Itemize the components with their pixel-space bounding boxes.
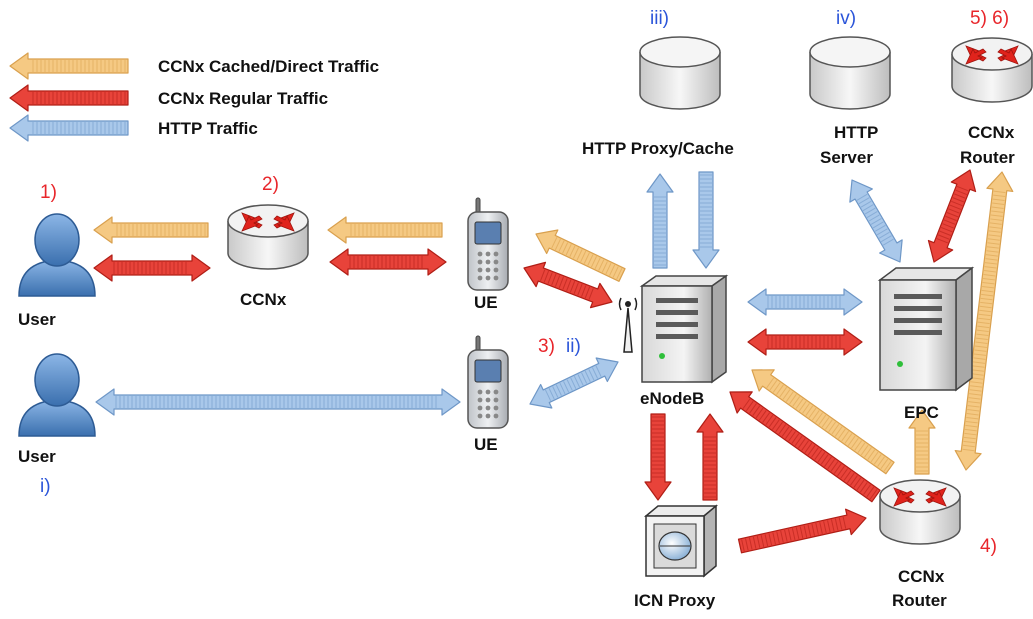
http-server-label-2: Server	[820, 148, 873, 167]
arrow-ccnx-ue-regular	[329, 248, 447, 276]
arrow-router-epc-regular	[927, 169, 977, 263]
arrow-enodeb-to-proxy-http	[646, 173, 674, 269]
marker-iv: iv)	[836, 8, 856, 29]
epc-label: EPC	[904, 403, 939, 422]
marker-iii: iii)	[650, 8, 669, 29]
arrow-router-router-cached	[954, 171, 1014, 471]
icn-proxy-label: ICN Proxy	[634, 591, 716, 610]
ccnx-router-icon	[951, 37, 1033, 103]
arrow-user-ccnx-regular	[93, 254, 211, 282]
ccnx-router-icon	[879, 479, 961, 545]
arrow-ccnx-to-user-cached	[93, 216, 209, 244]
arrow-ue-enodeb-regular	[523, 261, 613, 309]
arrow-enodeb-to-icn-regular	[644, 413, 672, 501]
enodeb-server-icon	[639, 274, 729, 384]
marker-i: i)	[40, 476, 51, 497]
http-server-label-1: HTTP	[834, 123, 878, 142]
marker-ii: ii)	[566, 336, 581, 357]
arrow-icn-to-enodeb-regular	[696, 413, 724, 501]
ue-phone-icon	[467, 335, 509, 429]
epc-server-icon	[877, 266, 975, 392]
ue-bottom-label: UE	[474, 435, 498, 454]
arrow-enodeb-epc-http	[747, 288, 863, 316]
user-bottom-label: User	[18, 447, 56, 466]
arrow-user-ue-http	[95, 388, 461, 416]
user-top-label: User	[18, 310, 56, 329]
legend-label-regular: CCNx Regular Traffic	[158, 89, 328, 108]
enodeb-label: eNodeB	[640, 389, 704, 408]
marker-5-6: 5) 6)	[970, 8, 1009, 29]
ccnx-left-label: CCNx	[240, 290, 287, 309]
marker-4: 4)	[980, 536, 997, 557]
user-icon	[18, 213, 96, 297]
legend-arrow-regular	[9, 84, 129, 112]
marker-2: 2)	[262, 174, 279, 195]
arrow-proxy-to-enodeb-http	[692, 171, 720, 269]
arrow-router-to-epc-cached	[908, 409, 936, 475]
arrow-enodeb-to-ue-cached	[535, 229, 626, 282]
marker-3: 3)	[538, 336, 555, 357]
ccnx-router-top-label-2: Router	[960, 148, 1015, 167]
ccnx-router-top-label-1: CCNx	[968, 123, 1015, 142]
ccnx-router-icon	[227, 204, 309, 270]
legend-label-http: HTTP Traffic	[158, 119, 258, 138]
http-proxy-cache-icon	[639, 36, 721, 110]
http-proxy-label: HTTP Proxy/Cache	[582, 139, 734, 158]
legend-arrow-http	[9, 114, 129, 142]
ccnx-router-bottom-label-2: Router	[892, 591, 947, 610]
ue-phone-icon	[467, 197, 509, 291]
user-icon	[18, 353, 96, 437]
legend-label-cached: CCNx Cached/Direct Traffic	[158, 57, 379, 76]
ue-top-label: UE	[474, 293, 498, 312]
arrow-enodeb-epc-regular	[747, 328, 863, 356]
arrow-router-to-enodeb-regular	[729, 391, 881, 503]
arrow-router-to-enodeb-cached	[751, 369, 895, 475]
ccnx-router-bottom-label-1: CCNx	[898, 567, 945, 586]
antenna-icon	[618, 297, 638, 353]
marker-1: 1)	[40, 182, 57, 203]
icn-proxy-icon	[643, 504, 719, 578]
arrow-ue-to-ccnx-cached	[327, 216, 443, 244]
legend: CCNx Cached/Direct Traffic CCNx Regular …	[9, 52, 379, 142]
arrows-layer	[93, 169, 1014, 554]
arrow-icn-to-router-regular	[737, 508, 867, 554]
arrow-ue-enodeb-http	[529, 357, 619, 409]
http-server-icon	[809, 36, 891, 110]
arrow-server-epc-http	[849, 179, 903, 263]
legend-arrow-cached	[9, 52, 129, 80]
